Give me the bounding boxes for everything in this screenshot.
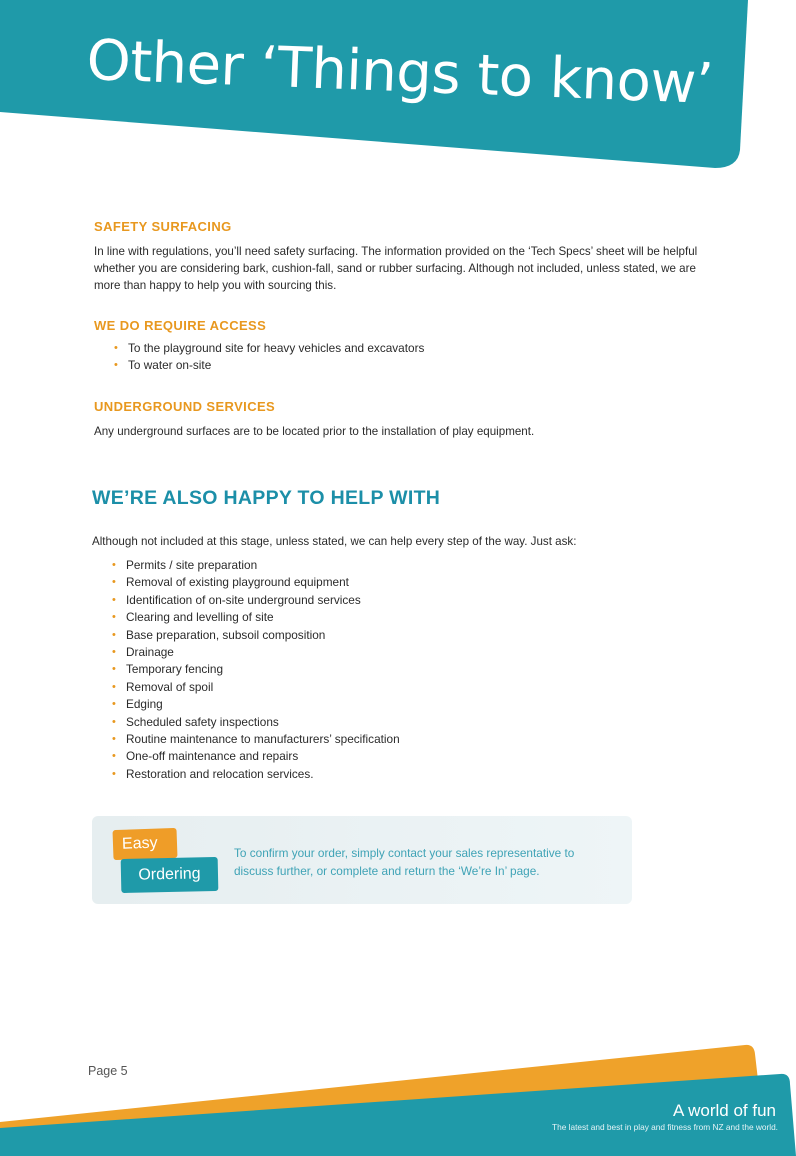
help-heading: WE’RE ALSO HAPPY TO HELP WITH: [92, 487, 441, 509]
footer-banner: [0, 1044, 796, 1156]
list-item: •Edging: [112, 697, 163, 712]
list-item: •One-off maintenance and repairs: [112, 749, 299, 764]
access-list: •To the playground site for heavy vehicl…: [114, 340, 424, 375]
list-item: •Permits / site preparation: [112, 558, 258, 572]
safety-surfacing-text: In line with regulations, you’ll need sa…: [94, 245, 698, 292]
list-item: •To the playground site for heavy vehicl…: [114, 341, 425, 355]
list-item: •Base preparation, subsoil composition: [112, 627, 326, 642]
page-number: Page 5: [88, 1064, 128, 1078]
list-item: •Identification of on-site underground s…: [112, 592, 361, 607]
footer-tagline: A world of fun: [672, 1101, 776, 1120]
list-item: •Routine maintenance to manufacturers’ s…: [112, 732, 400, 747]
list-item: •To water on-site: [114, 358, 212, 373]
help-intro: Although not included at this stage, unl…: [92, 535, 577, 548]
underground-heading: UNDERGROUND SERVICES: [94, 399, 276, 414]
ordering-text: To confirm your order, simply contact yo…: [234, 846, 575, 878]
list-item: •Scheduled safety inspections: [112, 714, 279, 729]
list-item: •Clearing and levelling of site: [112, 610, 274, 625]
list-item: •Restoration and relocation services.: [112, 766, 314, 781]
list-item: •Drainage: [112, 645, 174, 660]
header-banner: [0, 0, 748, 168]
list-item: •Removal of existing playground equipmen…: [112, 575, 349, 590]
underground-text: Any underground surfaces are to be locat…: [94, 425, 535, 438]
footer-subtitle: The latest and best in play and fitness …: [552, 1122, 778, 1132]
list-item: •Temporary fencing: [112, 662, 224, 677]
access-heading: WE DO REQUIRE ACCESS: [94, 318, 267, 333]
ordering-tag: Ordering: [120, 856, 219, 894]
easy-tag: Easy: [112, 827, 178, 861]
safety-surfacing-heading: SAFETY SURFACING: [94, 219, 232, 234]
list-item: •Removal of spoil: [112, 679, 214, 694]
help-list: •Permits / site preparation •Removal of …: [112, 557, 400, 783]
